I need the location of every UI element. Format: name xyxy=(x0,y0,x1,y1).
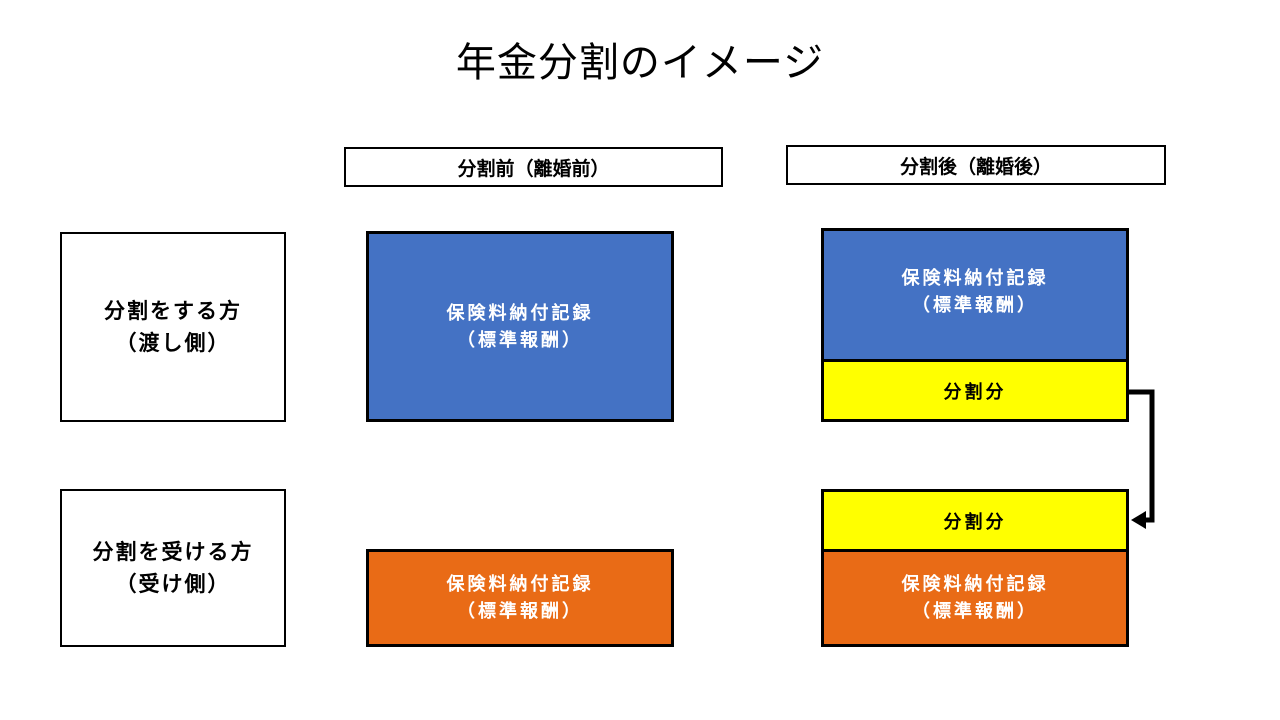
diagram-title: 年金分割のイメージ xyxy=(455,40,825,86)
row-label-giver-line2: （渡し側） xyxy=(115,331,231,355)
transfer-arrow-line xyxy=(1129,389,1155,523)
after-receiver-split-portion: 分割分 xyxy=(821,489,1129,552)
record-label-line2: （標準報酬） xyxy=(457,329,583,351)
row-label-receiver-line1: 分割を受ける方 xyxy=(92,540,254,564)
split-portion-label: 分割分 xyxy=(943,381,1007,403)
after-giver-record: 保険料納付記録 （標準報酬） xyxy=(821,228,1129,362)
header-after-label: 分割後（離婚後） xyxy=(899,155,1052,178)
row-label-receiver-line2: （受け側） xyxy=(115,572,231,596)
transfer-arrow-head xyxy=(1131,511,1146,529)
record-label-line1: 保険料納付記録 xyxy=(446,574,594,595)
after-receiver-record: 保険料納付記録 （標準報酬） xyxy=(821,549,1129,647)
before-receiver-record: 保険料納付記録 （標準報酬） xyxy=(366,549,674,647)
before-giver-record: 保険料納付記録 （標準報酬） xyxy=(366,231,674,422)
record-label-line1: 保険料納付記録 xyxy=(901,574,1049,595)
split-portion-label: 分割分 xyxy=(943,511,1007,533)
header-before-label: 分割前（離婚前） xyxy=(457,157,610,180)
record-label-line1: 保険料納付記録 xyxy=(446,302,594,324)
header-before: 分割前（離婚前） xyxy=(344,147,723,187)
header-after: 分割後（離婚後） xyxy=(786,145,1166,185)
after-giver-split-portion: 分割分 xyxy=(821,359,1129,422)
row-label-receiver: 分割を受ける方 （受け側） xyxy=(60,489,286,647)
row-label-giver: 分割をする方 （渡し側） xyxy=(60,232,286,422)
record-label-line1: 保険料納付記録 xyxy=(901,268,1049,289)
record-label-line2: （標準報酬） xyxy=(912,601,1038,622)
record-label-line2: （標準報酬） xyxy=(457,601,583,622)
record-label-line2: （標準報酬） xyxy=(912,295,1038,316)
row-label-giver-line1: 分割をする方 xyxy=(104,299,242,323)
